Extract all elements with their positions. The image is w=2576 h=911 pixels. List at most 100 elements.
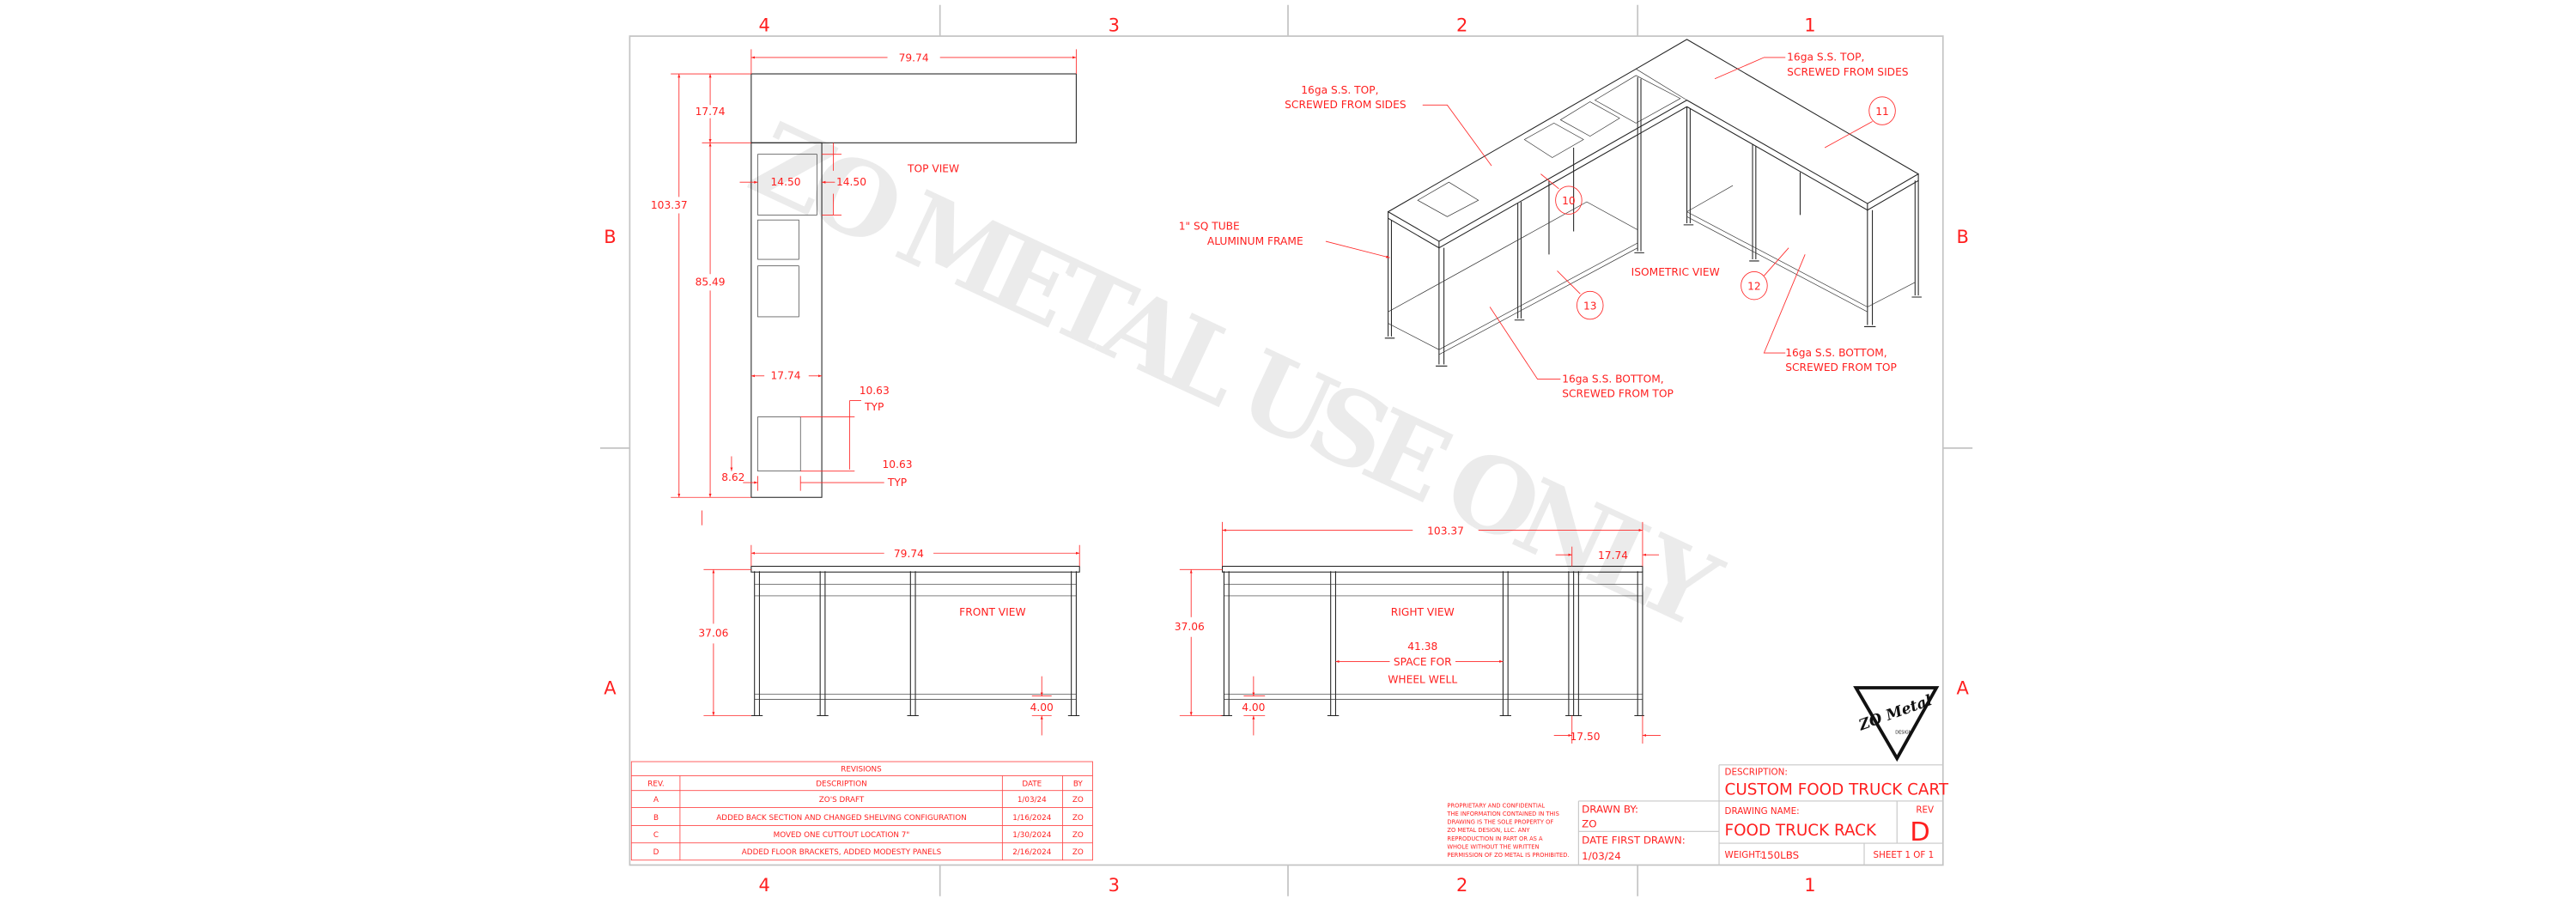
proprietary-line: PERMISSION OF ZO METAL IS PROHIBITED. <box>1447 852 1569 859</box>
wheel-well-note-1: SPACE FOR <box>1394 656 1452 668</box>
balloon-12-label: 12 <box>1747 280 1761 292</box>
dim-front-shelf-height: 4.00 <box>1030 701 1054 714</box>
rev-description: ZO'S DRAFT <box>819 796 865 805</box>
cutout <box>757 265 799 318</box>
wheel-well-note-2: WHEEL WELL <box>1388 673 1457 685</box>
cutout <box>1523 122 1584 158</box>
revisions-table: REVISIONS REV. DESCRIPTION DATE BY A ZO'… <box>630 761 1093 861</box>
dim-front-width: 79.74 <box>894 548 924 560</box>
cutout <box>757 416 801 471</box>
zone-row-a-left: A <box>604 677 617 699</box>
dim-leg-length: 85.49 <box>696 276 726 288</box>
rev-description: ADDED FLOOR BRACKETS, ADDED MODESTY PANE… <box>742 848 942 857</box>
title-block: PROPRIETARY AND CONFIDENTIAL THE INFORMA… <box>1446 764 1949 865</box>
revision-row-a: A ZO'S DRAFT 1/03/24 ZO <box>653 796 1084 805</box>
balloon-12: 12 <box>1741 247 1789 301</box>
dim-top-width: 79.74 <box>899 52 929 64</box>
rev-description: ADDED BACK SECTION AND CHANGED SHELVING … <box>716 814 966 823</box>
dim-front-height: 37.06 <box>698 628 728 640</box>
zone-row-b-right: B <box>1957 226 1969 247</box>
zone-col-2-top: 2 <box>1456 14 1467 35</box>
dim-right-shelf-height: 4.00 <box>1242 701 1265 714</box>
drawing-name-value: FOOD TRUCK RACK <box>1725 822 1877 840</box>
isometric-view-title: ISOMETRIC VIEW <box>1631 266 1720 278</box>
top-view-geometry <box>750 73 1077 498</box>
balloon-11-label: 11 <box>1875 106 1889 118</box>
zone-col-4-bottom: 4 <box>758 874 769 896</box>
drawn-by-value: ZO <box>1582 818 1596 830</box>
dim-top-length: 103.37 <box>651 199 688 211</box>
proprietary-line: PROPRIETARY AND CONFIDENTIAL <box>1447 803 1545 810</box>
dim-leg-width: 17.74 <box>771 370 801 382</box>
logo-subtext: DESIGN <box>1895 731 1911 736</box>
rev-letter: D <box>653 848 659 857</box>
dim-right-height: 37.06 <box>1175 621 1205 633</box>
front-view: 79.74 37.06 FRONT VIEW 4.00 <box>698 544 1080 736</box>
callout-bottom-left-line1: 16ga S.S. BOTTOM, <box>1562 373 1663 385</box>
zo-metal-logo: ZO Metal DESIGN <box>1853 686 1940 762</box>
right-view: 103.37 17.74 37.06 RIGHT VIEW 41.38 SPAC… <box>1175 521 1661 744</box>
revision-row-c: C MOVED ONE CUTTOUT LOCATION 7" 1/30/202… <box>653 831 1084 840</box>
dim-right-length: 103.37 <box>1427 525 1464 537</box>
description-label: DESCRIPTION: <box>1725 767 1788 777</box>
callout-bottom-right-line2: SCREWED FROM TOP <box>1785 361 1897 374</box>
callout-frame-line1: 1" SQ TUBE <box>1179 221 1240 233</box>
callout-top-right-line1: 16ga S.S. TOP, <box>1787 52 1864 64</box>
dim-right-end-depth: 17.50 <box>1571 731 1601 743</box>
isometric-callouts: 16ga S.S. TOP, SCREWED FROM SIDES 16ga S… <box>1179 52 1909 400</box>
balloon-13: 13 <box>1557 270 1604 320</box>
isometric-view: 16ga S.S. TOP, SCREWED FROM SIDES 16ga S… <box>1179 39 1922 400</box>
weight-value: 150LBS <box>1761 849 1800 861</box>
rev-by: ZO <box>1072 831 1084 840</box>
zone-col-4-top: 4 <box>758 14 769 35</box>
proprietary-line: DRAWING IS THE SOLE PROPERTY OF <box>1447 819 1553 826</box>
rev-header-by: BY <box>1073 780 1084 789</box>
zone-col-3-bottom: 3 <box>1109 874 1120 896</box>
cutout <box>1417 181 1479 217</box>
rev-date: 1/30/2024 <box>1012 831 1051 840</box>
dim-right-back-depth: 17.74 <box>1598 550 1628 562</box>
balloon-10: 10 <box>1540 173 1583 215</box>
zone-col-1-bottom: 1 <box>1804 874 1815 896</box>
rev-description: MOVED ONE CUTTOUT LOCATION 7" <box>774 831 910 840</box>
zone-row-b-left: B <box>604 226 616 247</box>
dim-small-cutout-2: 10.63 <box>883 459 913 471</box>
description-value: CUSTOM FOOD TRUCK CART <box>1725 780 1949 799</box>
callout-frame-line2: ALUMINUM FRAME <box>1207 235 1303 247</box>
cutout <box>757 219 799 260</box>
date-first-drawn-value: 1/03/24 <box>1582 850 1621 862</box>
revisions-title: REVISIONS <box>841 766 882 774</box>
rev-value: D <box>1910 817 1930 847</box>
zone-col-1-top: 1 <box>1804 14 1815 35</box>
front-view-dimensions: 79.74 37.06 FRONT VIEW 4.00 <box>698 544 1080 736</box>
weight-label: WEIGHT: <box>1725 850 1763 860</box>
rev-header-description: DESCRIPTION <box>816 780 866 789</box>
dim-typ-2: TYP <box>887 477 907 489</box>
rev-label: REV <box>1916 805 1934 815</box>
dim-cutout-width: 14.50 <box>771 176 801 188</box>
top-view: 79.74 103.37 17.74 85.49 14.50 14.50 TOP… <box>651 49 1077 525</box>
proprietary-notice: PROPRIETARY AND CONFIDENTIAL THE INFORMA… <box>1446 803 1569 859</box>
revision-row-d: D ADDED FLOOR BRACKETS, ADDED MODESTY PA… <box>653 848 1084 857</box>
zone-labels: 4 3 2 1 4 3 2 1 B B A A <box>604 14 1969 896</box>
front-view-title: FRONT VIEW <box>959 606 1025 618</box>
rev-date: 1/03/24 <box>1018 796 1047 805</box>
proprietary-line: ZO METAL DESIGN, LLC. ANY <box>1447 827 1530 834</box>
callout-bottom-right-line1: 16ga S.S. BOTTOM, <box>1785 347 1886 359</box>
rev-by: ZO <box>1072 814 1084 823</box>
drawing-name-label: DRAWING NAME: <box>1725 806 1800 817</box>
top-view-title: TOP VIEW <box>907 163 959 175</box>
right-view-dimensions: 103.37 17.74 37.06 RIGHT VIEW 41.38 SPAC… <box>1175 521 1661 744</box>
top-view-dimensions: 79.74 103.37 17.74 85.49 14.50 14.50 TOP… <box>651 49 1077 525</box>
date-first-drawn-label: DATE FIRST DRAWN: <box>1582 835 1686 847</box>
zone-row-a-right: A <box>1957 677 1970 699</box>
sheet-border <box>599 4 1973 896</box>
rev-letter: B <box>653 814 659 823</box>
right-view-geometry <box>1220 566 1644 717</box>
rev-by: ZO <box>1072 848 1084 857</box>
dim-back-depth: 17.74 <box>696 106 726 118</box>
cutout <box>757 154 817 216</box>
zone-col-2-bottom: 2 <box>1456 874 1467 896</box>
callout-top-left-line1: 16ga S.S. TOP, <box>1301 84 1378 96</box>
